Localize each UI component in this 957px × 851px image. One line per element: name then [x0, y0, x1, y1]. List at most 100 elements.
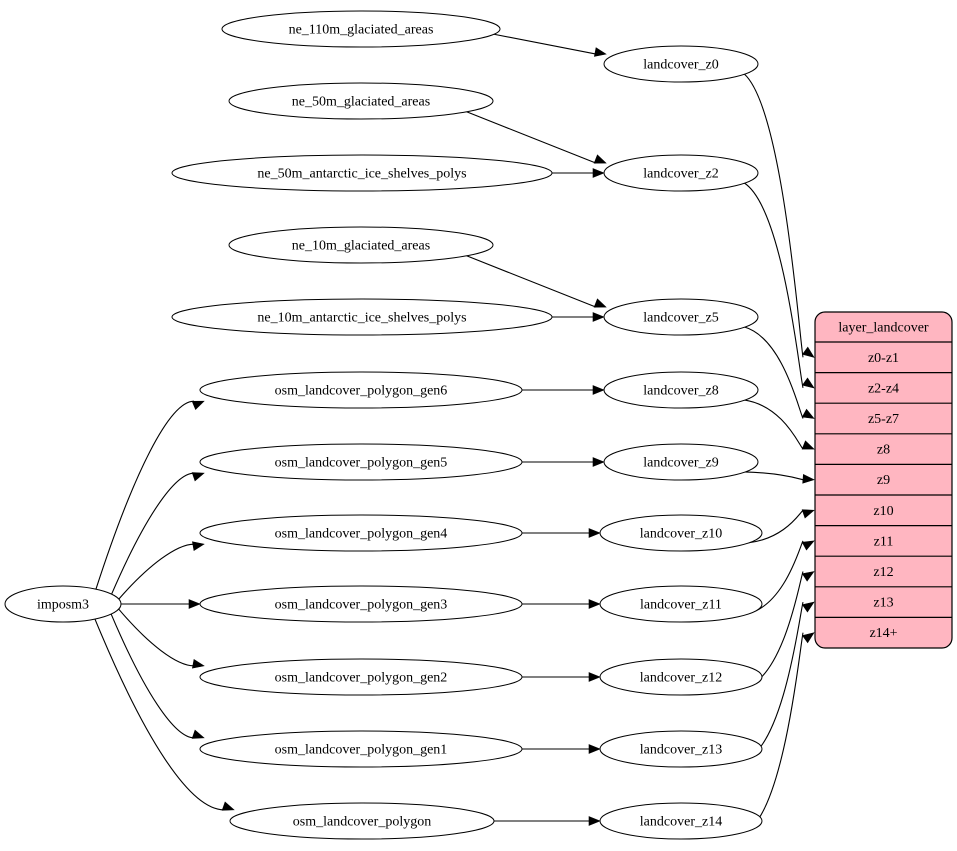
node-osm_landcover_polygon_gen3[interactable]: osm_landcover_polygon_gen3: [199, 585, 523, 623]
node-landcover_z0[interactable]: landcover_z0: [603, 45, 759, 83]
node-ne_50m_glaciated_areas[interactable]: ne_50m_glaciated_areas: [228, 82, 494, 120]
node-label: landcover_z2: [643, 167, 718, 182]
edge-landcover_z9-to-layer_landcover:z9: [744, 471, 815, 484]
edge-ne_50m_glaciated_areas-to-landcover_z2: [466, 111, 607, 164]
edge-imposm3-to-osm_landcover_polygon_gen4: [118, 541, 205, 600]
edge-line: [111, 472, 195, 595]
node-label: landcover_z5: [643, 311, 718, 326]
record-row-z13: z13: [873, 596, 893, 611]
edge-line: [94, 618, 225, 811]
node-landcover_z8[interactable]: landcover_z8: [603, 371, 759, 409]
edge-line: [743, 326, 804, 419]
record-header-label: layer_landcover: [838, 321, 929, 336]
node-imposm3[interactable]: imposm3: [4, 585, 122, 623]
arrow-head: [801, 509, 815, 519]
arrow-head: [592, 457, 605, 467]
edge-imposm3-to-osm_landcover_polygon_gen6: [95, 400, 205, 590]
node-osm_landcover_polygon_gen2[interactable]: osm_landcover_polygon_gen2: [199, 658, 523, 696]
node-osm_landcover_polygon_gen6[interactable]: osm_landcover_polygon_gen6: [199, 371, 523, 409]
arrow-head: [801, 440, 815, 450]
edge-imposm3-to-osm_landcover_polygon_gen5: [111, 472, 205, 595]
node-osm_landcover_polygon_gen5[interactable]: osm_landcover_polygon_gen5: [199, 443, 523, 481]
node-label: landcover_z8: [643, 384, 718, 399]
node-landcover_z10[interactable]: landcover_z10: [599, 514, 763, 552]
node-ne_110m_glaciated_areas[interactable]: ne_110m_glaciated_areas: [221, 10, 501, 48]
node-label: ne_10m_antarctic_ice_shelves_polys: [257, 311, 466, 326]
arrow-head: [588, 528, 601, 538]
node-label: osm_landcover_polygon_gen3: [275, 598, 448, 613]
arrow-head: [592, 168, 605, 178]
edge-line: [744, 399, 804, 450]
arrow-head: [802, 346, 815, 358]
record-row-z11: z11: [874, 534, 894, 549]
node-landcover_z14[interactable]: landcover_z14: [599, 802, 763, 840]
edge-line: [743, 182, 804, 389]
node-label: osm_landcover_polygon_gen1: [275, 743, 448, 758]
node-landcover_z13[interactable]: landcover_z13: [599, 730, 763, 768]
edge-line: [744, 471, 804, 481]
edge-line: [747, 632, 804, 832]
arrow-head: [593, 298, 607, 308]
arrow-head: [188, 599, 201, 609]
record-row-z2-z4: z2-z4: [868, 381, 899, 396]
edge-landcover_z2-to-layer_landcover:z2-z4: [743, 182, 815, 389]
record-row-z5-z7: z5-z7: [868, 412, 899, 427]
record-row-z10: z10: [873, 504, 893, 519]
node-label: landcover_z12: [640, 671, 722, 686]
arrow-head: [592, 312, 605, 322]
node-osm_landcover_polygon_gen1[interactable]: osm_landcover_polygon_gen1: [199, 730, 523, 768]
arrow-head: [191, 472, 205, 482]
arrow-head: [593, 47, 607, 57]
node-landcover_z11[interactable]: landcover_z11: [599, 585, 763, 623]
record-row-z14+: z14+: [869, 626, 897, 641]
edge-line: [118, 608, 195, 667]
node-label: landcover_z11: [640, 598, 722, 613]
edges-layer: [94, 33, 815, 832]
node-landcover_z9[interactable]: landcover_z9: [603, 443, 759, 481]
edge-line: [118, 543, 195, 600]
node-label: ne_50m_antarctic_ice_shelves_polys: [257, 167, 466, 182]
arrow-head: [588, 599, 601, 609]
node-landcover_z12[interactable]: landcover_z12: [599, 658, 763, 696]
node-osm_landcover_polygon[interactable]: osm_landcover_polygon: [229, 802, 495, 840]
edge-landcover_z14-to-layer_landcover:z14+: [747, 632, 815, 832]
node-label: ne_10m_glaciated_areas: [292, 239, 430, 254]
node-ne_10m_antarctic_ice_shelves_polys[interactable]: ne_10m_antarctic_ice_shelves_polys: [171, 298, 553, 336]
node-label: osm_landcover_polygon_gen5: [275, 456, 448, 471]
record-row-z0-z1: z0-z1: [868, 351, 899, 366]
arrow-head: [802, 473, 815, 484]
edge-ne_110m_glaciated_areas-to-landcover_z0: [493, 33, 607, 57]
arrow-head: [191, 729, 205, 739]
node-label: landcover_z13: [640, 743, 722, 758]
node-osm_landcover_polygon_gen4[interactable]: osm_landcover_polygon_gen4: [199, 514, 523, 552]
node-label: osm_landcover_polygon: [293, 815, 431, 830]
arrow-head: [592, 385, 605, 395]
edge-landcover_z10-to-layer_landcover:z10: [747, 509, 815, 544]
node-landcover_z2[interactable]: landcover_z2: [603, 154, 759, 192]
edge-line: [743, 73, 804, 358]
arrow-head: [801, 377, 815, 389]
edge-line: [466, 255, 597, 308]
arrow-head: [192, 658, 205, 669]
edge-osm_landcover_polygon_gen3-to-landcover_z11: [522, 599, 601, 609]
edge-osm_landcover_polygon_gen6-to-landcover_z8: [522, 385, 605, 395]
node-ne_10m_glaciated_areas[interactable]: ne_10m_glaciated_areas: [228, 226, 494, 264]
arrow-head: [801, 540, 815, 551]
node-landcover_z5[interactable]: landcover_z5: [603, 298, 759, 336]
arrow-head: [593, 154, 607, 164]
arrow-head: [192, 541, 205, 551]
node-ne_50m_antarctic_ice_shelves_polys[interactable]: ne_50m_antarctic_ice_shelves_polys: [171, 154, 553, 192]
edge-line: [95, 400, 195, 590]
edge-line: [110, 613, 195, 739]
edge-osm_landcover_polygon_gen1-to-landcover_z13: [522, 744, 601, 754]
record-node-layer-landcover[interactable]: layer_landcoverz0-z1z2-z4z5-z7z8z9z10z11…: [814, 311, 953, 649]
edge-landcover_z8-to-layer_landcover:z8: [744, 399, 815, 450]
node-label: ne_50m_glaciated_areas: [292, 95, 430, 110]
arrow-head: [801, 571, 815, 582]
arrow-head: [191, 400, 205, 410]
edge-landcover_z5-to-layer_landcover:z5-z7: [743, 326, 815, 419]
node-label: landcover_z0: [643, 58, 718, 73]
record-row-z12: z12: [873, 565, 893, 580]
